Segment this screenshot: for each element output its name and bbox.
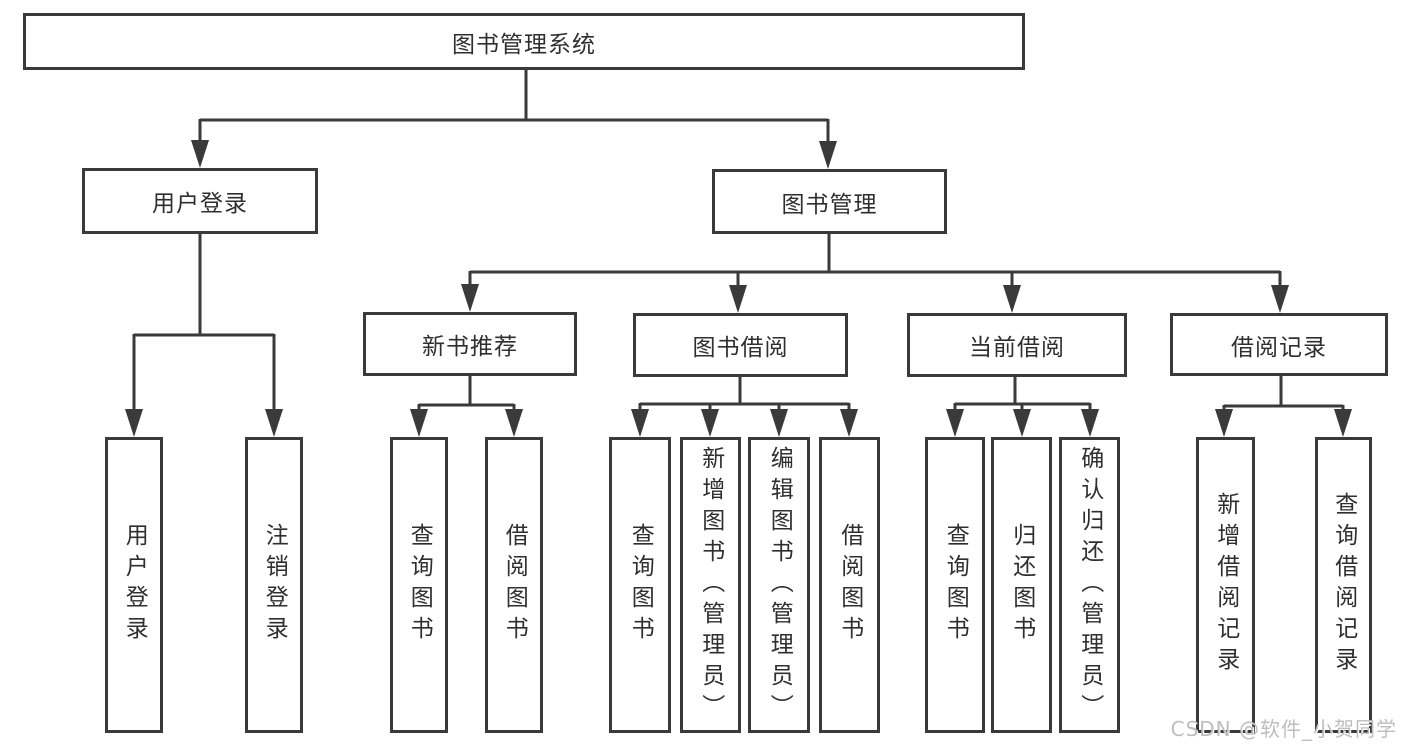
node-root-label: 图书管理系统 (452, 31, 596, 58)
leaf-borrow-books-borrowing: 借阅图书 (819, 437, 880, 733)
node-current-borrowing-label: 当前借阅 (969, 335, 1065, 361)
leaf-confirm-return-admin: 确认归还（管理员） (1059, 437, 1120, 733)
leaf-query-borrow-record: 查询借阅记录 (1315, 437, 1372, 733)
leaf-borrow-books-recommend: 借阅图书 (485, 437, 543, 733)
node-new-book-recommend: 新书推荐 (363, 312, 577, 376)
leaf-add-borrow-record: 新增借阅记录 (1196, 437, 1255, 733)
leaf-edit-book-admin: 编辑图书（管理员） (748, 437, 810, 733)
node-book-management: 图书管理 (712, 169, 947, 234)
leaf-user-login: 用户登录 (105, 437, 163, 733)
node-new-book-recommend-label: 新书推荐 (422, 334, 518, 360)
node-root: 图书管理系统 (23, 13, 1025, 70)
node-book-borrowing-label: 图书借阅 (692, 335, 789, 361)
node-book-borrowing: 图书借阅 (633, 313, 848, 377)
leaf-query-books-borrowing: 查询图书 (609, 437, 671, 733)
arrowhead-icons (125, 140, 1352, 437)
watermark: CSDN @软件_小贺同学 (1170, 717, 1397, 741)
leaf-return-book: 归还图书 (991, 437, 1052, 733)
node-user-login-label: 用户登录 (152, 191, 248, 217)
leaf-query-books-recommend: 查询图书 (390, 437, 448, 733)
leaf-add-book-admin: 新增图书（管理员） (680, 437, 741, 733)
leaf-query-books-current: 查询图书 (925, 437, 985, 733)
leaf-logout: 注销登录 (245, 437, 303, 733)
node-borrowing-records-label: 借阅记录 (1231, 334, 1327, 361)
node-borrowing-records: 借阅记录 (1170, 313, 1388, 376)
node-current-borrowing: 当前借阅 (907, 313, 1127, 377)
node-book-management-label: 图书管理 (781, 191, 878, 218)
node-user-login: 用户登录 (82, 168, 318, 234)
